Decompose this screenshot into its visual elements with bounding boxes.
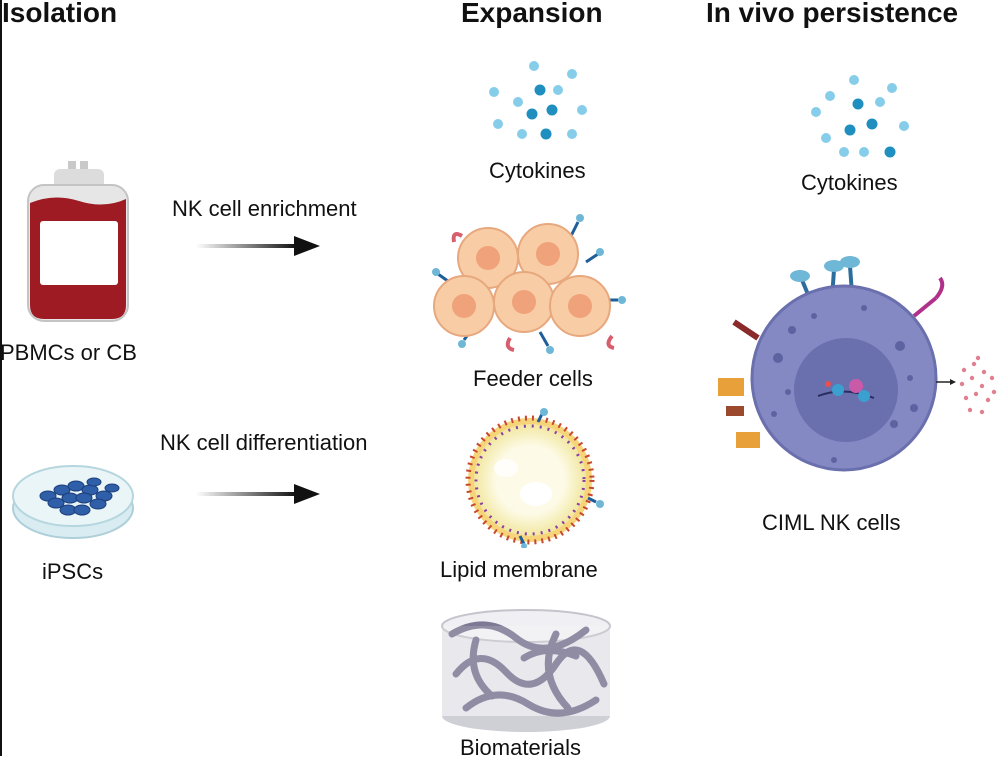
- cytokines-icon: [489, 61, 587, 140]
- heading-expansion: Expansion: [461, 0, 603, 28]
- feeder-cells-label: Feeder cells: [473, 366, 593, 391]
- heading-persistence: In vivo persistence: [706, 0, 959, 28]
- biomaterials-icon: [441, 609, 611, 732]
- lipid-membrane-label: Lipid membrane: [440, 557, 598, 582]
- lipid-membrane-icon: [465, 408, 604, 548]
- blood-bag-icon: [27, 161, 129, 322]
- differentiation-label: NK cell differentiation: [160, 430, 368, 455]
- left-border: [0, 0, 2, 756]
- dish-label: iPSCs: [42, 559, 104, 584]
- petri-dish-icon: [12, 465, 134, 539]
- feeder-cells-icon: [432, 214, 626, 354]
- expansion-cytokines-label: Cytokines: [489, 158, 586, 183]
- persistence-cytokines-icon: [811, 75, 909, 158]
- persistence-cytokines-label: Cytokines: [801, 170, 898, 195]
- differentiation-arrow-icon: [196, 484, 320, 504]
- heading-isolation: Isolation: [2, 0, 118, 28]
- blood-bag-label: PBMCs or CB: [0, 340, 137, 365]
- biomaterials-label: Biomaterials: [460, 735, 582, 760]
- enrichment-arrow-icon: [196, 236, 320, 256]
- enrichment-label: NK cell enrichment: [172, 196, 357, 221]
- ciml-nk-cells-label: CIML NK cells: [762, 510, 901, 535]
- ciml-nk-cell-icon: [718, 256, 997, 472]
